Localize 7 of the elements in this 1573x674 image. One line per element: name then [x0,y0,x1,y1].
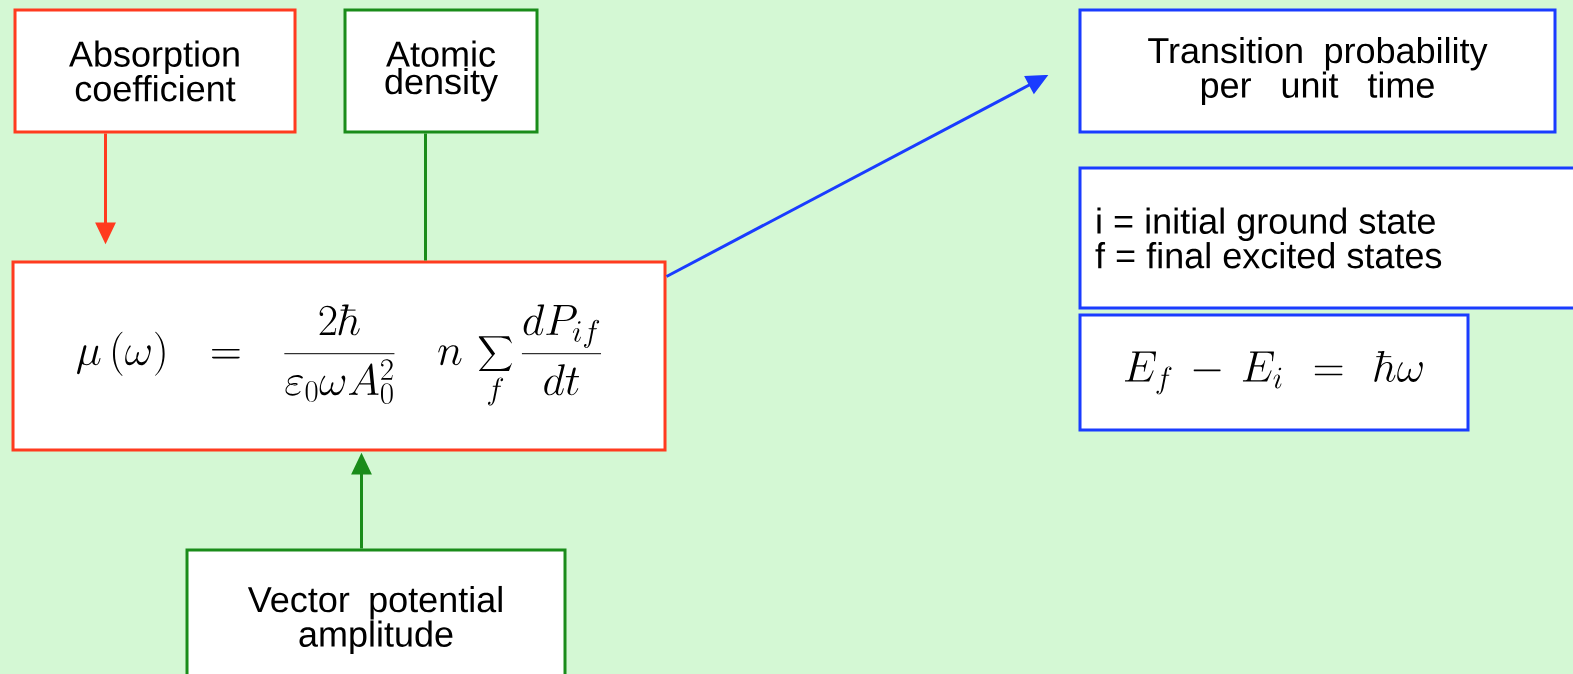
label-box: Transition probability per unit time [1078,8,1557,134]
label-box: Vector potential amplitude [185,548,567,674]
equation-box: $E_f-E_i=\hbar\omega$ [1078,313,1470,432]
label-box: Absorption coefficient [13,8,297,134]
label-box: Atomic density [343,8,539,134]
equation-box: $\mu\left(\omega\right)=\frac{2\hbar}{\varepsilon_0\omega A_0^2}\;n\,\sum_f\frac{dP_{if}}{dt}$ [11,260,667,452]
definition-box: i = initial ground state f = final excited states [1078,166,1573,310]
